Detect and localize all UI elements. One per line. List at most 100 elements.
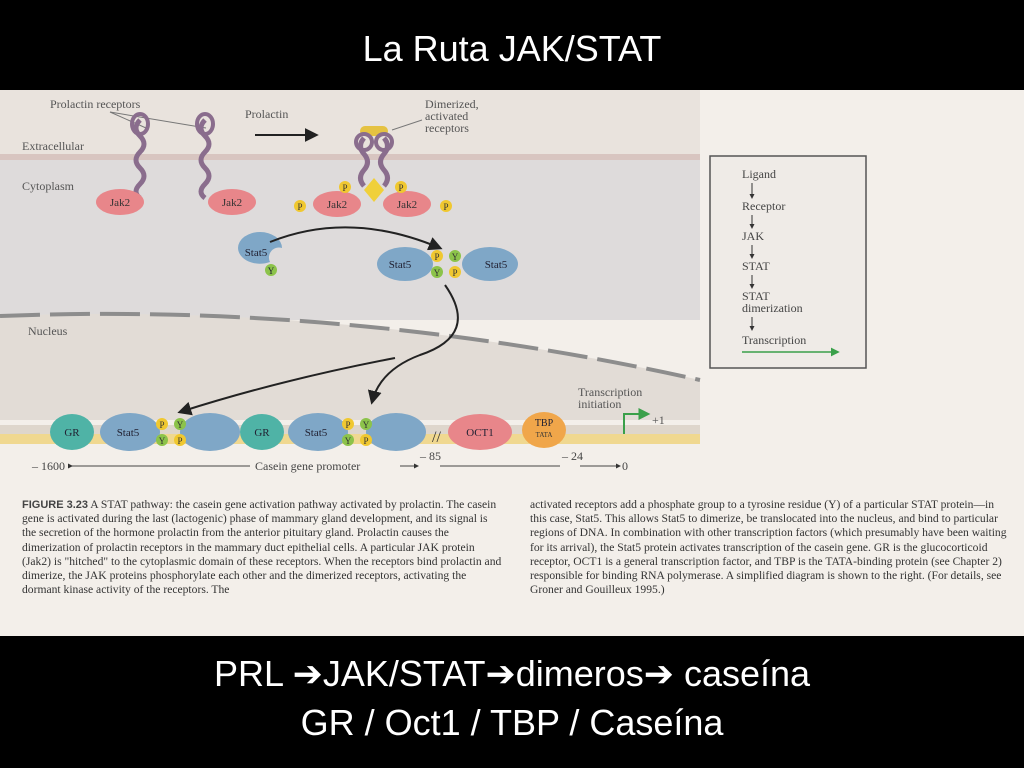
translocation-arrow (367, 284, 459, 405)
label-tx-init-1: Transcription (578, 385, 642, 399)
svg-text:Y: Y (434, 268, 441, 278)
svg-text:Y: Y (345, 436, 352, 446)
summary-jakstat: JAK/STAT (322, 653, 486, 694)
gr-label: GR (64, 427, 80, 439)
prolactin-receptor (195, 112, 215, 200)
svg-text:P: P (363, 436, 368, 446)
jak2-protein (208, 189, 256, 215)
label-dimerized-3: receptors (425, 121, 469, 135)
tata-label: TATA (536, 431, 553, 439)
gr-label: GR (254, 427, 270, 439)
svg-text:P: P (443, 202, 448, 212)
jak-stat-pathway-diagram: Extracellular Cytoplasm Nucleus Prolacti… (0, 90, 867, 473)
svg-text:Y: Y (159, 436, 166, 446)
nuclear-envelope (0, 311, 701, 382)
pointer-line (109, 111, 207, 129)
box-stat: STAT (742, 259, 770, 273)
label-extracellular: Extracellular (22, 139, 84, 153)
box-receptor: Receptor (742, 199, 785, 213)
svg-text:P: P (297, 202, 302, 212)
label-plus-one: +1 (652, 413, 665, 427)
caption-left-text: A STAT pathway: the casein gene activati… (22, 498, 502, 597)
svg-text:P: P (342, 183, 347, 193)
stat5-monomer: Stat5 Y (238, 232, 282, 276)
svg-text:Stat5: Stat5 (389, 259, 412, 271)
label-prolactin-receptors: Prolactin receptors (50, 97, 141, 111)
svg-text:Stat5: Stat5 (117, 427, 140, 439)
prolactin-receptor (130, 112, 150, 200)
jak2-label: Jak2 (327, 199, 347, 211)
simplified-pathway-box: Ligand Receptor JAK STAT STAT dimerizati… (709, 155, 867, 369)
phosphate-group: P (294, 200, 306, 212)
activation-star (364, 178, 384, 202)
jak2-label: Jak2 (397, 199, 417, 211)
svg-text:Stat5: Stat5 (305, 427, 328, 439)
dna-break-mark: // (432, 429, 441, 446)
pos-0: 0 (622, 459, 628, 473)
pos-85: – 85 (419, 449, 441, 463)
svg-text:P: P (398, 183, 403, 193)
label-dimerized-1: Dimerized, (425, 97, 479, 111)
transcription-start-arrow (623, 408, 651, 434)
svg-text:Stat5: Stat5 (245, 247, 268, 259)
box-ligand: Ligand (742, 167, 776, 181)
phosphate-group: P (339, 181, 351, 193)
summary-prl: PRL (213, 653, 283, 694)
gr-factor (50, 414, 94, 450)
tbp-label: TBP (535, 418, 554, 429)
textbook-figure: Extracellular Cytoplasm Nucleus Prolacti… (0, 90, 1024, 636)
cell-membrane (0, 154, 700, 160)
phosphate-group: P (440, 200, 452, 212)
box-stat-dim-2: dimerization (742, 301, 803, 315)
slide-title: La Ruta JAK/STAT (362, 28, 662, 69)
svg-text:P: P (452, 268, 457, 278)
svg-text:Y: Y (363, 420, 370, 430)
label-tx-init-2: initiation (578, 397, 621, 411)
svg-text:P: P (345, 420, 350, 430)
jak2-label: Jak2 (110, 197, 130, 209)
dimerized-receptor (354, 132, 394, 188)
translocation-arrow (177, 357, 396, 416)
label-dimerized-2: activated (425, 109, 468, 123)
box-stat-dim-1: STAT (742, 289, 770, 303)
phosphorylation-arrow (269, 226, 443, 251)
jak2-protein (383, 191, 431, 217)
stat5-dimer-bound: Stat5 P Y Y P (288, 413, 426, 451)
summary-line-2: GR / Oct1 / TBP / Caseína (300, 702, 724, 743)
svg-text:Y: Y (268, 266, 275, 276)
svg-text:Y: Y (452, 252, 459, 262)
jak2-label: Jak2 (222, 197, 242, 209)
tbp-factor (522, 412, 566, 448)
box-transcription: Transcription (742, 333, 806, 347)
svg-text:Stat5: Stat5 (485, 259, 508, 271)
arrow-icon: ➔ (292, 653, 323, 694)
caption-left: FIGURE 3.23 A STAT pathway: the casein g… (22, 498, 504, 597)
pos-24: – 24 (561, 449, 583, 463)
caption-right: activated receptors add a phosphate grou… (530, 498, 1007, 597)
oct1-label: OCT1 (466, 427, 494, 439)
summary-line-1: PRL ➔JAK/STAT➔dimeros➔ caseína (0, 653, 1024, 695)
jak2-protein (313, 191, 361, 217)
label-prolactin: Prolactin (245, 107, 288, 121)
label-nucleus: Nucleus (28, 324, 68, 338)
svg-text:P: P (434, 252, 439, 262)
pointer-line (109, 111, 147, 129)
arrow-icon: ➔ (643, 653, 674, 694)
svg-text:P: P (177, 436, 182, 446)
summary-dimeros: dimeros (515, 653, 644, 694)
label-cytoplasm: Cytoplasm (22, 179, 75, 193)
summary-caseina: caseína (683, 653, 811, 694)
caption-figure-label: FIGURE 3.23 (22, 499, 89, 511)
pointer-line (391, 119, 423, 131)
label-casein-promoter: Casein gene promoter (255, 459, 360, 473)
phosphate-group: P (395, 181, 407, 193)
stat5-dimer: Stat5 Stat5 P Y Y P (377, 247, 518, 281)
arrow-icon: ➔ (485, 653, 516, 694)
svg-text:P: P (159, 420, 164, 430)
box-jak: JAK (742, 229, 764, 243)
pos-1600: – 1600 (31, 459, 65, 473)
jak2-protein (96, 189, 144, 215)
extracellular-region (0, 90, 700, 158)
svg-text:Y: Y (177, 420, 184, 430)
gr-factor (240, 414, 284, 450)
